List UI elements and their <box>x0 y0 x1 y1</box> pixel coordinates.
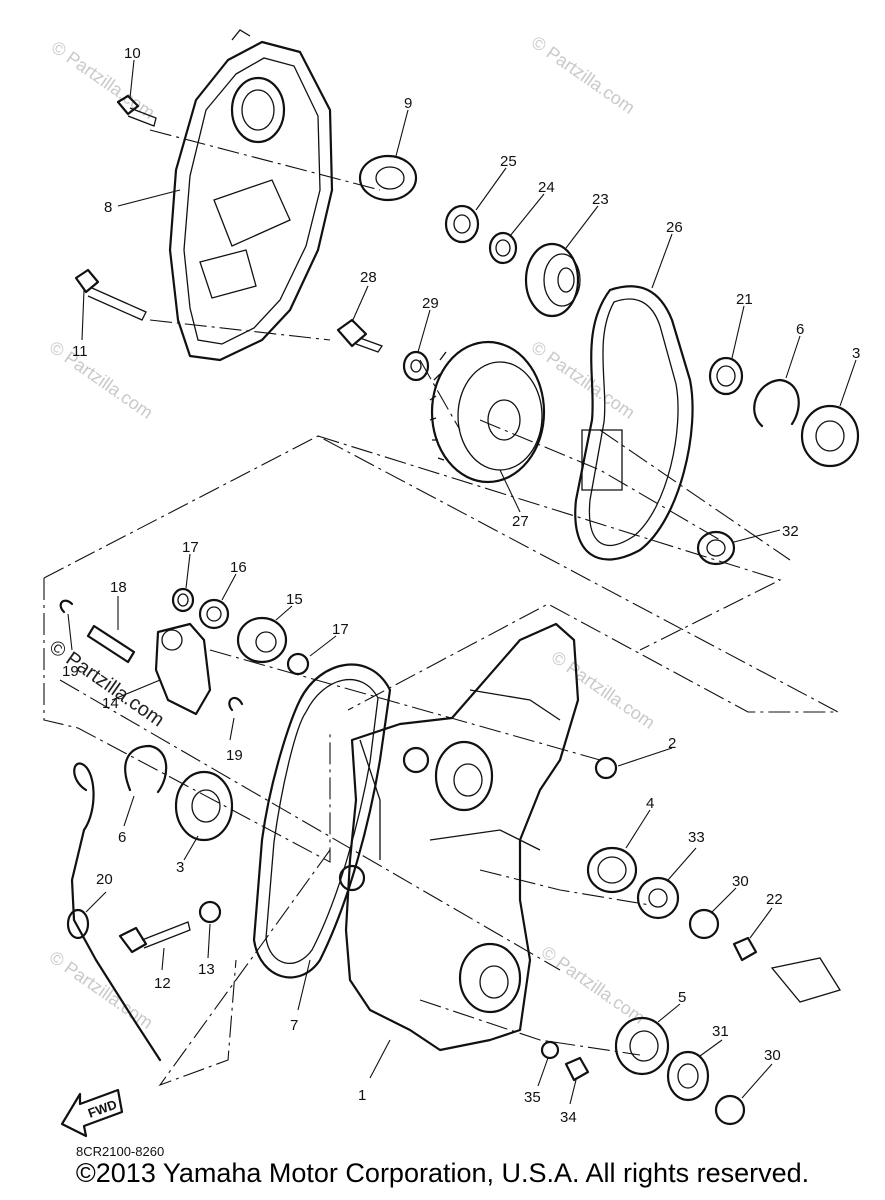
pin-18 <box>86 624 136 664</box>
tensioner-arm-14 <box>154 622 212 716</box>
bearing-3-top <box>800 404 860 468</box>
callout-13: 13 <box>198 961 215 978</box>
assembly-lines <box>43 129 839 1087</box>
collar-13 <box>198 900 222 924</box>
callout-19-right: 19 <box>226 747 243 764</box>
sprocket-23 <box>524 242 581 318</box>
watermark: © Partzilla.com <box>48 37 159 123</box>
seal-4 <box>586 846 638 894</box>
bolt-12 <box>118 921 191 954</box>
callout-2: 2 <box>668 735 676 752</box>
watermark: © Partzilla.com <box>46 337 157 423</box>
pin-22 <box>732 936 758 962</box>
callout-28: 28 <box>360 269 377 286</box>
callout-4: 4 <box>646 795 654 812</box>
washer-35 <box>540 1040 560 1060</box>
callout-35: 35 <box>524 1089 541 1106</box>
bushing-15 <box>236 616 288 664</box>
circlip-30-lower <box>714 1094 746 1126</box>
callout-33: 33 <box>688 829 705 846</box>
callout-27: 27 <box>512 513 529 530</box>
callout-17-left: 17 <box>182 539 199 556</box>
callout-24: 24 <box>538 179 555 196</box>
callout-12: 12 <box>154 975 171 992</box>
callout-5: 5 <box>678 989 686 1006</box>
callout-10: 10 <box>124 45 141 62</box>
drive-chain-26 <box>574 285 694 561</box>
dipstick-20 <box>66 762 162 1062</box>
callout-32: 32 <box>782 523 799 540</box>
callout-15: 15 <box>286 591 303 608</box>
callout-21: 21 <box>736 291 753 308</box>
watermark-group: © Partzilla.com © Partzilla.com © Partzi… <box>45 32 658 1033</box>
sprocket-27 <box>429 340 546 484</box>
leader-lines <box>67 59 857 1105</box>
collar-21 <box>708 356 744 396</box>
bearing-3-bottom <box>174 770 234 842</box>
watermark: © Partzilla.com <box>538 942 649 1028</box>
bearing-16 <box>198 598 230 630</box>
shaft-end <box>770 957 842 1003</box>
washer-29 <box>402 350 430 382</box>
callout-16: 16 <box>230 559 247 576</box>
bolt-10 <box>116 94 157 127</box>
copyright-notice: ©2013 Yamaha Motor Corporation, U.S.A. A… <box>75 1158 810 1188</box>
callout-18: 18 <box>110 579 127 596</box>
diagram-code: 8CR2100-8260 <box>76 1144 164 1159</box>
callout-8: 8 <box>104 199 112 216</box>
callout-1: 1 <box>358 1087 366 1104</box>
watermark: © Partzilla.com <box>46 947 157 1033</box>
seal-25 <box>444 204 480 244</box>
clip-19-left <box>59 599 74 614</box>
callout-22: 22 <box>766 891 783 908</box>
bearing-33 <box>636 876 680 920</box>
circlip-6-bottom <box>124 744 168 794</box>
chain-case-cover <box>168 29 334 362</box>
callouts: 10 9 8 11 25 24 23 26 28 29 21 6 3 27 32… <box>62 45 860 1126</box>
callout-7: 7 <box>290 1017 298 1034</box>
callout-9: 9 <box>404 95 412 112</box>
bolt-11 <box>74 268 147 321</box>
callout-3-top: 3 <box>852 345 860 362</box>
clip-19-right <box>228 696 244 712</box>
watermark: © Partzilla.com <box>528 32 639 118</box>
circlip-6-top <box>753 378 800 428</box>
seal-32 <box>696 530 736 566</box>
callout-23: 23 <box>592 191 609 208</box>
bolt-28 <box>336 318 383 353</box>
callout-31: 31 <box>712 1023 729 1040</box>
callout-11: 11 <box>72 343 88 360</box>
bolt-34 <box>564 1056 590 1082</box>
bearing-9 <box>358 154 418 202</box>
washer-24 <box>488 231 518 265</box>
callout-20: 20 <box>96 871 113 888</box>
callout-29: 29 <box>422 295 439 312</box>
chain-7 <box>252 663 392 979</box>
callout-19-left: 19 <box>62 663 79 680</box>
callout-30-lower: 30 <box>764 1047 781 1064</box>
callout-34: 34 <box>560 1109 577 1126</box>
callout-14: 14 <box>102 695 119 712</box>
seal-5 <box>614 1016 670 1076</box>
callout-6-bottom: 6 <box>118 829 126 846</box>
collar-17-left <box>171 587 195 613</box>
callout-25: 25 <box>500 153 517 170</box>
callout-30-upper: 30 <box>732 873 749 890</box>
watermark: © Partzilla.com <box>548 647 659 733</box>
callout-26: 26 <box>666 219 683 236</box>
callout-3-bottom: 3 <box>176 859 184 876</box>
bearing-31 <box>666 1050 710 1102</box>
circlip-30-upper <box>688 908 720 940</box>
collar-17-right <box>286 652 310 676</box>
fwd-arrow-icon: FWD <box>60 1088 124 1138</box>
callout-6-top: 6 <box>796 321 804 338</box>
chain-case-1 <box>338 622 580 1052</box>
nut-2 <box>594 756 618 780</box>
callout-17-right: 17 <box>332 621 349 638</box>
